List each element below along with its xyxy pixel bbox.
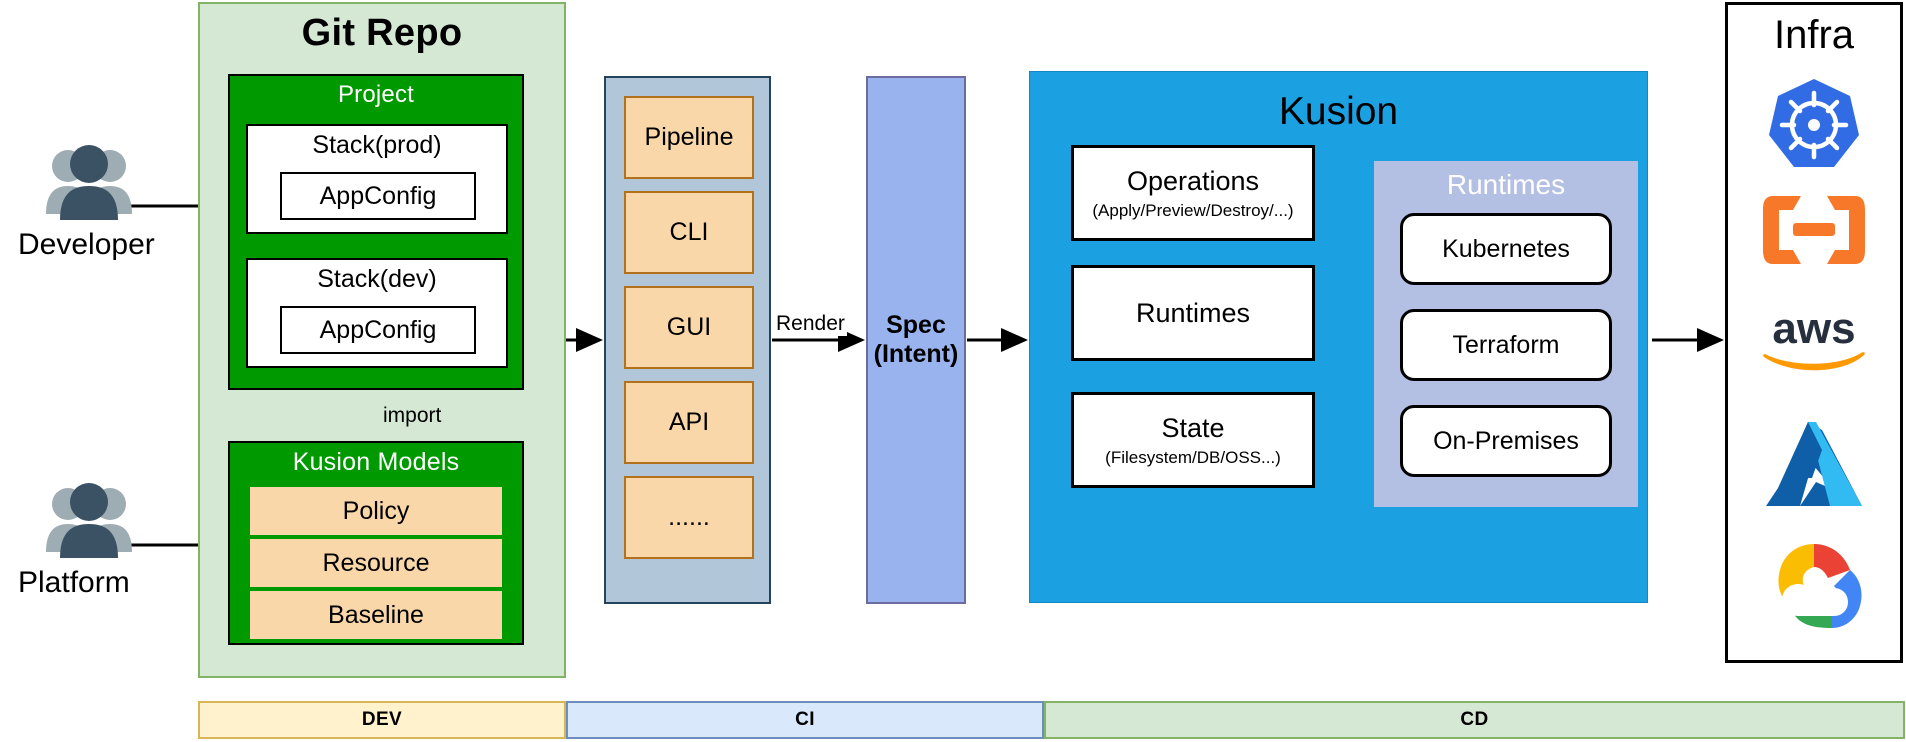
spec-intent-box: Spec (Intent) [866,76,966,604]
stack-dev-label: Stack(dev) [317,265,437,293]
users-icon [44,140,136,227]
spec-text: Spec (Intent) [868,78,964,602]
kusion-panel: Kusion Operations (Apply/Preview/Destroy… [1029,71,1648,603]
runtimes-panel-title: Runtimes [1446,169,1566,200]
appconfig-dev: AppConfig [280,306,476,354]
state-title: State [1161,412,1225,443]
interface-gui[interactable]: GUI [624,286,754,369]
runtime-target-kubernetes[interactable]: Kubernetes [1400,213,1612,285]
render-label: Render [774,312,847,336]
kusion-title: Kusion [1278,90,1399,133]
stack-dev-box: Stack(dev) AppConfig [246,258,508,368]
kusion-models-title: Kusion Models [292,448,460,476]
spec-line-2: (Intent) [873,340,959,368]
svg-text:aws: aws [1772,305,1855,353]
phase-dev: DEV [198,701,566,739]
model-item-baseline: Baseline [250,591,502,639]
spec-line-1: Spec [886,311,946,340]
git-repo-panel: Git Repo Project Stack(prod) AppConfig S… [198,2,566,678]
runtime-target-terraform[interactable]: Terraform [1400,309,1612,381]
project-box: Project Stack(prod) AppConfig Stack(dev)… [228,74,524,390]
google-cloud-logo [1728,540,1900,634]
stack-prod-box: Stack(prod) AppConfig [246,124,508,234]
interface-cli[interactable]: CLI [624,191,754,274]
actor-label-platform: Platform [18,566,130,599]
phase-ci: CI [566,701,1044,739]
actor-label-developer: Developer [18,228,155,261]
phase-cd: CD [1044,701,1905,739]
import-label: import [383,404,442,427]
runtimes-targets-panel: Runtimes Kubernetes Terraform On-Premise… [1374,161,1638,507]
runtimes-box: Runtimes [1071,265,1315,361]
operations-title: Operations [1126,165,1260,196]
kubernetes-logo [1728,75,1900,175]
interface-pipeline[interactable]: Pipeline [624,96,754,179]
infra-title: Infra [1773,13,1855,57]
state-subtitle: (Filesystem/DB/OSS...) [1105,447,1281,467]
state-box: State (Filesystem/DB/OSS...) [1071,392,1315,488]
operations-box: Operations (Apply/Preview/Destroy/...) [1071,145,1315,241]
infra-panel: Infra aws [1725,2,1903,663]
azure-logo [1728,420,1900,512]
aws-logo: aws [1728,305,1900,377]
appconfig-prod: AppConfig [280,172,476,220]
operations-subtitle: (Apply/Preview/Destroy/...) [1092,200,1294,220]
interface-column: Pipeline CLI GUI API ...... [604,76,771,604]
users-icon [44,478,136,565]
runtimes-box-title: Runtimes [1135,297,1251,328]
git-repo-title: Git Repo [301,12,463,54]
terraform-bracket-logo [1728,190,1900,270]
interface-api[interactable]: API [624,381,754,464]
runtime-target-on-premises[interactable]: On-Premises [1400,405,1612,477]
model-item-policy: Policy [250,487,502,535]
kusion-models-box: Kusion Models Policy Resource Baseline [228,441,524,645]
interface-more[interactable]: ...... [624,476,754,559]
model-item-resource: Resource [250,539,502,587]
project-title: Project [337,81,415,108]
stack-prod-label: Stack(prod) [312,131,442,159]
